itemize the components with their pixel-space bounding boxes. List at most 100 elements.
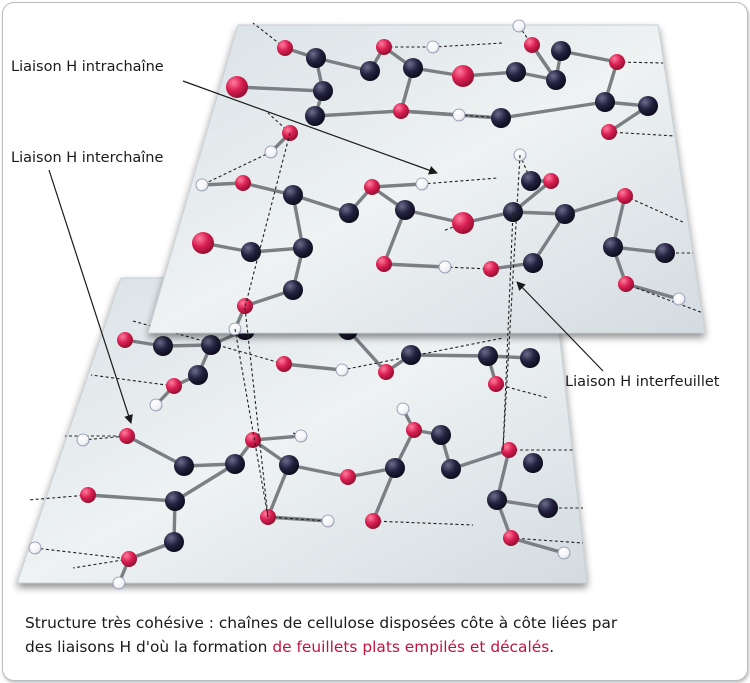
lower-hydrogen-atom [149, 398, 163, 412]
upper-oxygen-atom [617, 188, 633, 204]
upper-oxygen-atom [601, 124, 617, 140]
upper-hydrogen-bond [625, 283, 704, 314]
lower-oxygen-atom [117, 332, 133, 348]
lower-oxygen-atom [245, 432, 261, 448]
caption-line-2: des liaisons H d'où la formation de feui… [25, 635, 740, 659]
upper-hydrogen-atom [438, 260, 452, 274]
lower-covalent-bond [251, 434, 303, 442]
upper-oxygen-atom [543, 173, 559, 189]
upper-carbon-atom [306, 48, 326, 68]
upper-covalent-bond [235, 85, 325, 93]
lower-carbon-atom [520, 348, 540, 368]
lower-carbon-atom [385, 458, 405, 478]
lower-sheet-atoms [28, 299, 571, 590]
lower-covalent-bond [282, 362, 344, 372]
lower-hydrogen-bond [90, 374, 175, 387]
lower-carbon-atom [201, 335, 221, 355]
lower-oxygen-atom [503, 530, 519, 546]
upper-covalent-bond [313, 109, 403, 118]
caption-highlight: de feuillets plats empilés et décalés [272, 638, 550, 656]
upper-carbon-atom [395, 200, 415, 220]
lower-hydrogen-atom [28, 541, 42, 555]
upper-carbon-atom [360, 61, 380, 81]
upper-oxygen-atom [452, 212, 474, 234]
upper-hydrogen-bond [442, 222, 464, 232]
lower-hydrogen-bond [72, 558, 130, 569]
lower-oxygen-atom [365, 513, 381, 529]
arrow-interfeuillet [516, 281, 604, 372]
lower-carbon-atom [401, 345, 421, 365]
upper-oxygen-atom [192, 232, 214, 254]
lower-covalent-bond [509, 536, 566, 555]
upper-oxygen-atom [618, 276, 634, 292]
interfeuillet-bond [244, 307, 269, 518]
lower-covalent-bond [173, 462, 237, 503]
upper-carbon-atom [491, 108, 511, 128]
upper-hydrogen-atom [672, 292, 686, 306]
arrow-intrachaine [182, 80, 438, 175]
upper-covalent-bond [499, 100, 607, 120]
lower-hydrogen-atom [335, 363, 349, 377]
upper-hydrogen-atom [426, 40, 440, 54]
lower-covalent-bond [409, 353, 490, 358]
upper-hydrogen-atom [512, 19, 526, 33]
upper-oxygen-atom [524, 37, 540, 53]
upper-carbon-atom [506, 62, 526, 82]
lower-hydrogen-bond [82, 435, 128, 441]
label-interfeuillet: Liaison H interfeuillet [565, 374, 720, 390]
cellulose-diagram [16, 19, 706, 590]
lower-hydrogen-bond [267, 516, 329, 522]
label-intrachaine: Liaison H intrachaîne [11, 59, 164, 75]
lower-hydrogen-bond [372, 520, 474, 526]
lower-carbon-atom [431, 425, 451, 445]
upper-oxygen-atom [393, 103, 409, 119]
upper-carbon-atom [595, 92, 615, 112]
upper-carbon-atom [638, 96, 658, 116]
upper-oxygen-atom [483, 261, 499, 277]
upper-hydrogen-bond [608, 131, 676, 137]
upper-oxygen-atom [376, 256, 392, 272]
upper-hydrogen-atom [415, 177, 429, 191]
upper-hydrogen-atom [195, 178, 209, 192]
lower-oxygen-atom [119, 428, 135, 444]
lower-hydrogen-atom [112, 576, 126, 590]
caption-line-2-end: . [549, 638, 555, 656]
lower-oxygen-atom [406, 422, 422, 438]
upper-carbon-atom [241, 242, 261, 262]
upper-hydrogen-bond [201, 151, 272, 186]
upper-covalent-bond [382, 262, 447, 269]
lower-covalent-bond [449, 448, 511, 471]
lower-carbon-atom [487, 490, 507, 510]
upper-hydrogen-bond [432, 42, 504, 48]
lower-carbon-atom [478, 346, 498, 366]
upper-carbon-atom [293, 238, 313, 258]
upper-carbon-atom [283, 185, 303, 205]
lower-covalent-bond [287, 463, 350, 479]
upper-covalent-bond [624, 282, 681, 301]
upper-carbon-atom [305, 106, 325, 126]
upper-carbon-atom [603, 237, 623, 257]
lower-carbon-atom [188, 365, 208, 385]
lower-carbon-atom [279, 455, 299, 475]
lower-hydrogen-atom [294, 429, 308, 443]
upper-carbon-atom [555, 204, 575, 224]
label-interchaine: Liaison H interchaîne [11, 150, 164, 166]
lower-hydrogen-bond [510, 537, 584, 544]
lower-oxygen-atom [340, 469, 356, 485]
upper-carbon-atom [339, 203, 359, 223]
caption-line-1: Structure très cohésive : chaînes de cel… [25, 614, 618, 632]
upper-oxygen-atom [226, 76, 248, 98]
interfeuillet-bond [502, 211, 514, 451]
upper-hydrogen-bond [267, 112, 291, 134]
upper-oxygen-atom [364, 179, 380, 195]
lower-hydrogen-bond [27, 494, 89, 501]
upper-hydrogen-bond [421, 177, 499, 185]
lower-oxygen-atom [276, 356, 292, 372]
lower-hydrogen-atom [321, 514, 335, 528]
lower-carbon-atom [165, 491, 185, 511]
upper-carbon-atom [546, 70, 566, 90]
lower-carbon-atom [164, 532, 184, 552]
interfeuillet-bond [244, 132, 291, 308]
lower-covalent-bond [86, 493, 177, 503]
lower-carbon-atom [538, 498, 558, 518]
